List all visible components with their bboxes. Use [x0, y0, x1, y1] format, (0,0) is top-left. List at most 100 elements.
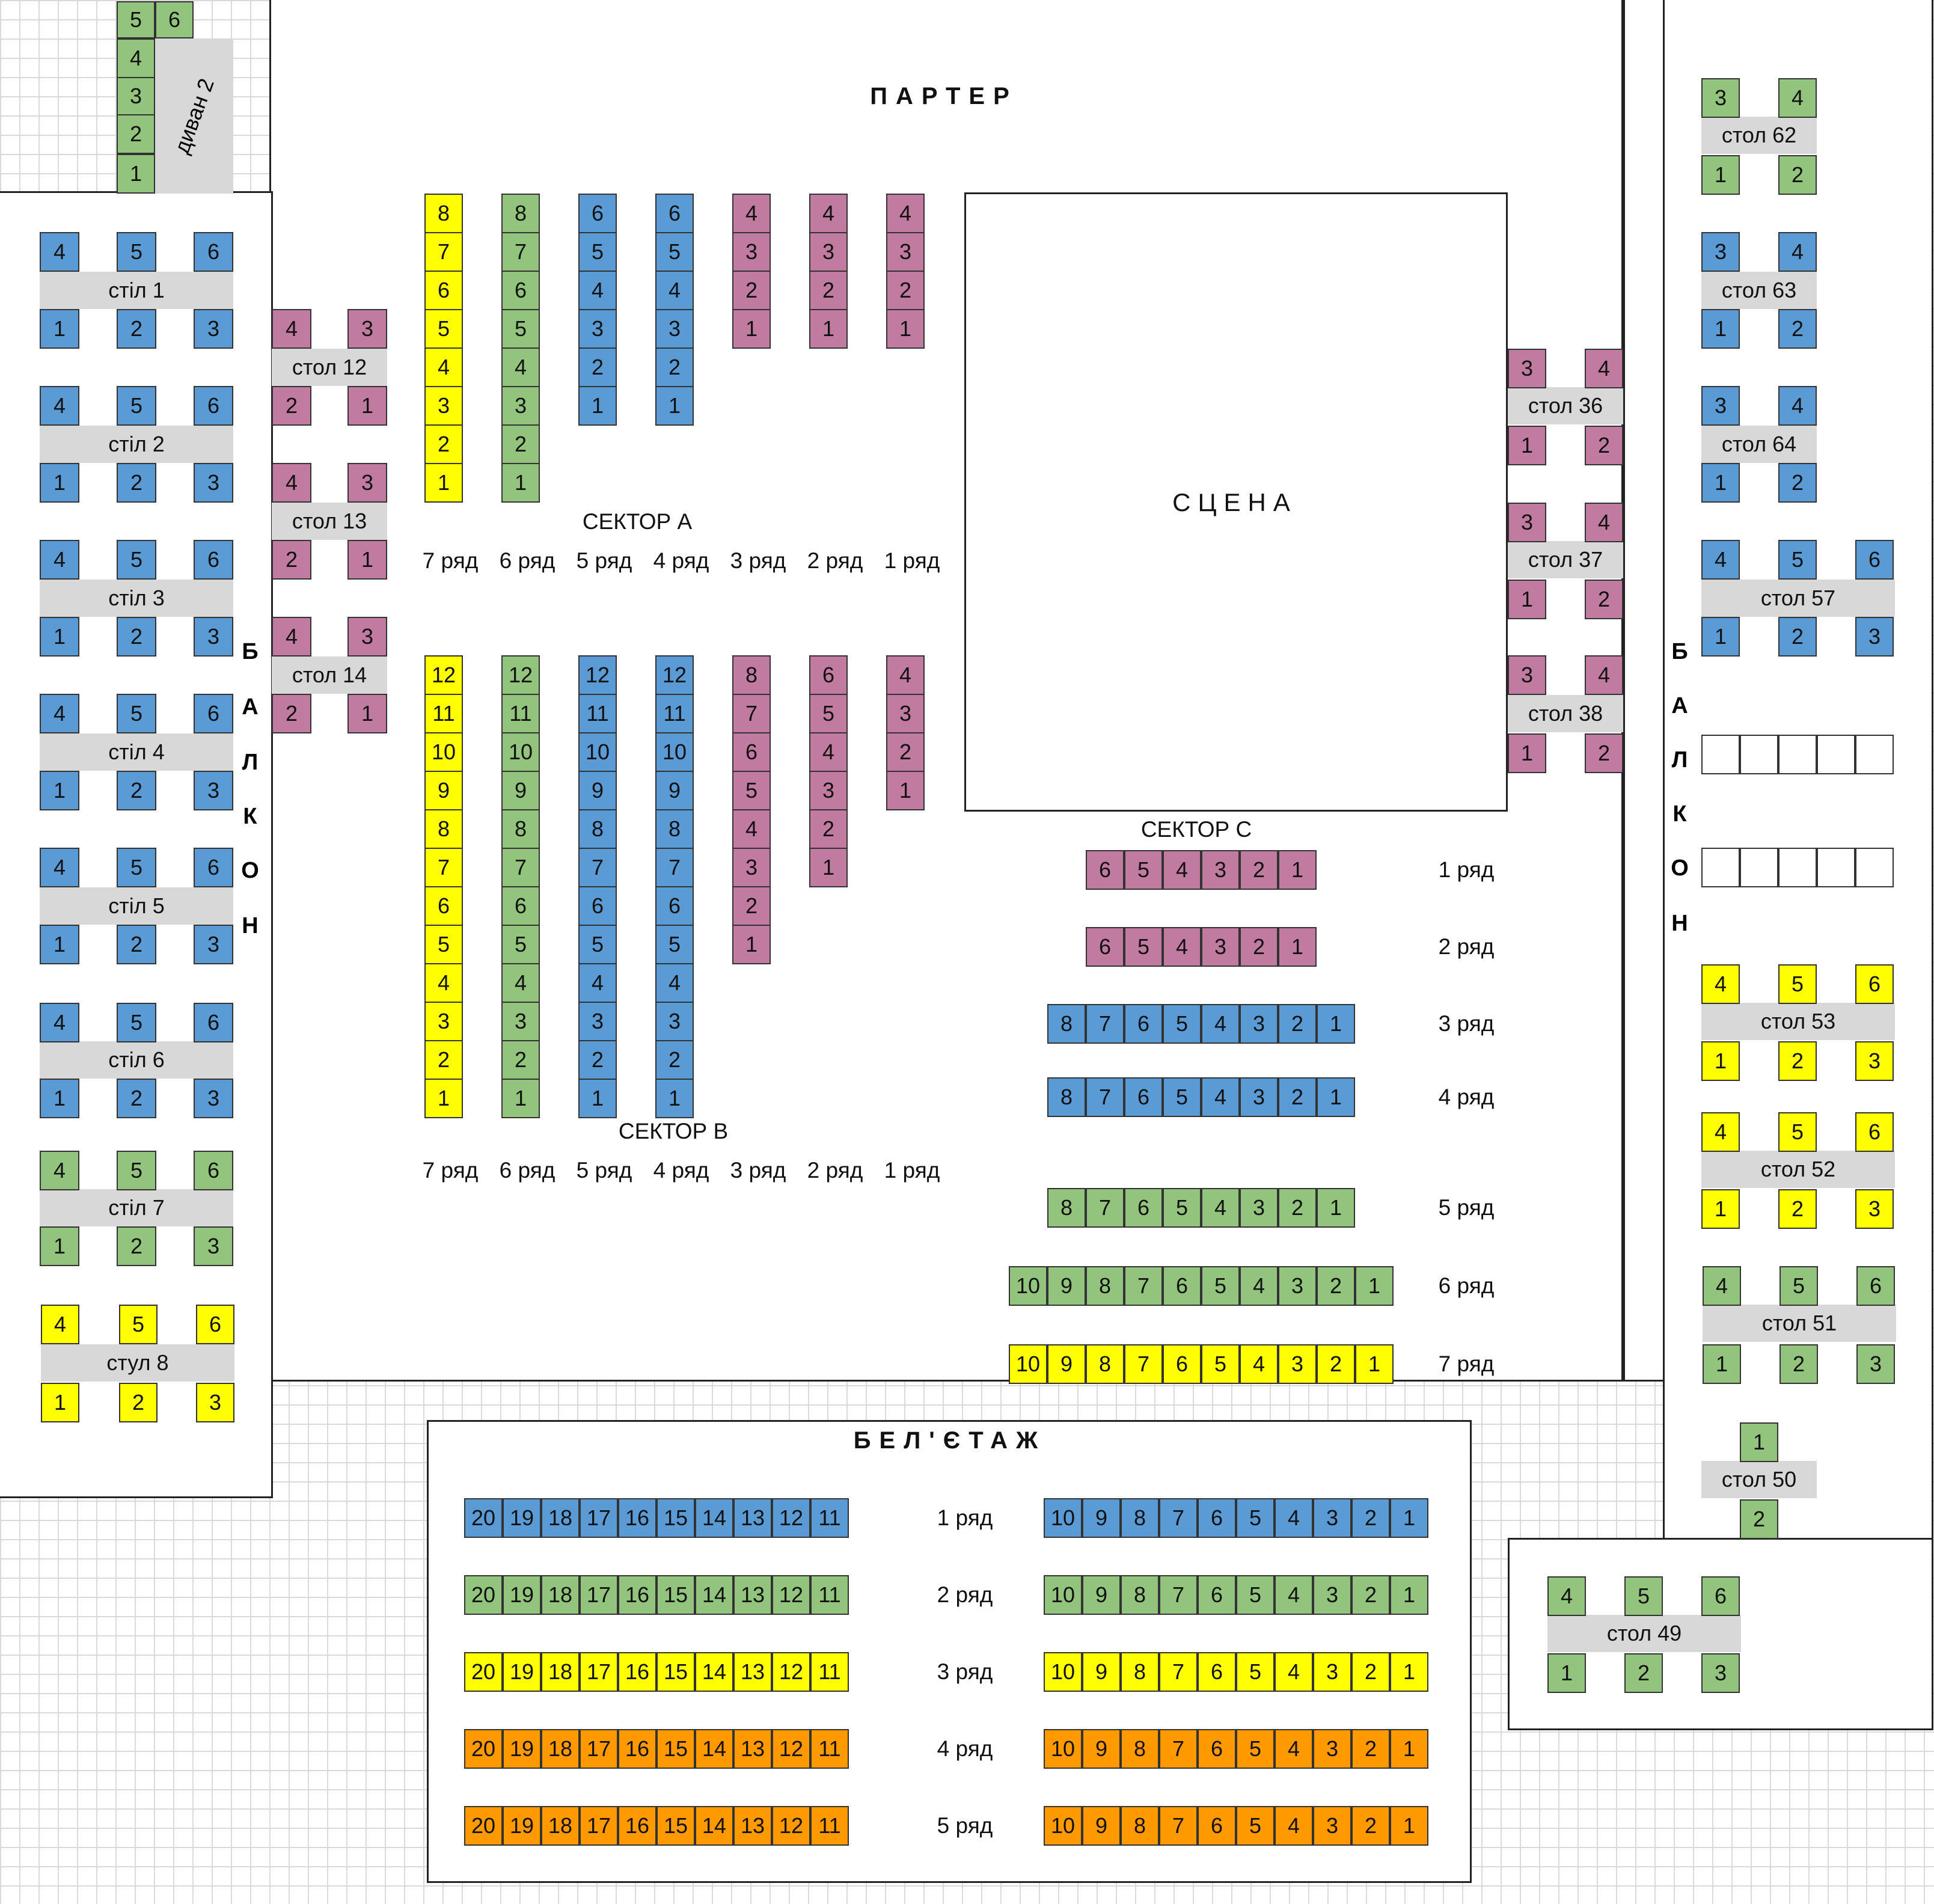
sector-b-seat[interactable]: 5 [578, 925, 617, 964]
sector-a-seat[interactable]: 6 [578, 194, 617, 233]
table-14[interactable]: стол 38 [1508, 695, 1623, 732]
beletazh-seat[interactable]: 9 [1082, 1806, 1121, 1846]
table-seat[interactable]: 4 [1778, 386, 1817, 426]
beletazh-seat[interactable]: 15 [656, 1575, 695, 1615]
sector-c-seat[interactable]: 10 [1009, 1266, 1047, 1306]
beletazh-seat[interactable]: 16 [618, 1652, 656, 1692]
sector-b-seat[interactable]: 12 [501, 655, 540, 695]
sector-b-seat[interactable]: 4 [886, 655, 925, 695]
sector-b-seat[interactable]: 3 [424, 1002, 463, 1041]
sector-c-seat[interactable]: 1 [1317, 1188, 1355, 1228]
sector-c-seat[interactable]: 2 [1240, 927, 1278, 967]
sector-b-seat[interactable]: 10 [655, 732, 694, 772]
beletazh-seat[interactable]: 15 [656, 1806, 695, 1846]
beletazh-seat[interactable]: 19 [503, 1729, 541, 1769]
sector-c-seat[interactable]: 4 [1163, 850, 1201, 890]
beletazh-seat[interactable]: 14 [695, 1575, 733, 1615]
sector-a-seat[interactable]: 2 [501, 424, 540, 464]
sector-c-seat[interactable]: 3 [1240, 1004, 1278, 1044]
beletazh-seat[interactable]: 17 [580, 1806, 618, 1846]
table-seat[interactable]: 6 [1701, 1576, 1740, 1616]
table-seat[interactable]: 1 [1547, 1653, 1586, 1693]
table-seat[interactable]: 4 [272, 463, 311, 503]
beletazh-seat[interactable]: 13 [733, 1806, 772, 1846]
table-seat[interactable]: 4 [1547, 1576, 1586, 1616]
sector-c-seat[interactable]: 1 [1317, 1077, 1355, 1117]
empty-seat[interactable] [1701, 735, 1740, 774]
sector-c-seat[interactable]: 2 [1278, 1077, 1317, 1117]
beletazh-seat[interactable]: 2 [1351, 1729, 1390, 1769]
beletazh-seat[interactable]: 3 [1313, 1806, 1351, 1846]
table-seat[interactable]: 5 [117, 694, 156, 733]
sector-b-seat[interactable]: 4 [732, 809, 771, 849]
table-19[interactable]: стол 53 [1701, 1003, 1895, 1040]
table-seat[interactable]: 2 [1585, 733, 1623, 773]
beletazh-seat[interactable]: 3 [1313, 1729, 1351, 1769]
table-seat[interactable]: 2 [117, 925, 156, 964]
table-seat[interactable]: 1 [1740, 1422, 1778, 1462]
sofa-seat[interactable]: 4 [117, 38, 155, 78]
beletazh-seat[interactable]: 18 [541, 1806, 580, 1846]
table-seat[interactable]: 5 [119, 1305, 158, 1344]
table-seat[interactable]: 1 [1508, 426, 1546, 465]
table-12[interactable]: стол 36 [1508, 387, 1623, 424]
sector-b-seat[interactable]: 5 [809, 694, 848, 733]
sector-a-seat[interactable]: 1 [424, 463, 463, 503]
table-seat[interactable]: 5 [1778, 540, 1817, 580]
sofa-2[interactable]: диван 2 [155, 38, 233, 194]
sector-b-seat[interactable]: 4 [501, 963, 540, 1003]
beletazh-seat[interactable]: 7 [1159, 1806, 1198, 1846]
sofa-seat[interactable]: 3 [117, 77, 155, 115]
table-9[interactable]: стол 12 [272, 349, 387, 386]
beletazh-seat[interactable]: 19 [503, 1806, 541, 1846]
table-seat[interactable]: 2 [119, 1383, 158, 1422]
beletazh-seat[interactable]: 7 [1159, 1575, 1198, 1615]
sector-c-seat[interactable]: 8 [1047, 1004, 1086, 1044]
table-seat[interactable]: 4 [272, 617, 311, 657]
sector-b-seat[interactable]: 7 [655, 848, 694, 887]
sector-c-seat[interactable]: 5 [1124, 850, 1163, 890]
sector-b-seat[interactable]: 7 [578, 848, 617, 887]
sector-a-seat[interactable]: 2 [732, 271, 771, 310]
table-13[interactable]: стол 37 [1508, 541, 1623, 578]
beletazh-seat[interactable]: 4 [1275, 1806, 1313, 1846]
sector-a-seat[interactable]: 5 [655, 232, 694, 272]
table-seat[interactable]: 3 [1701, 386, 1740, 426]
table-seat[interactable]: 2 [117, 309, 156, 349]
table-seat[interactable]: 3 [196, 1383, 234, 1422]
beletazh-seat[interactable]: 19 [503, 1652, 541, 1692]
sector-b-seat[interactable]: 7 [732, 694, 771, 733]
table-seat[interactable]: 2 [117, 771, 156, 810]
table-5[interactable]: стіл 5 [40, 887, 233, 925]
beletazh-seat[interactable]: 5 [1236, 1729, 1275, 1769]
beletazh-seat[interactable]: 7 [1159, 1498, 1198, 1538]
table-7[interactable]: стіл 7 [40, 1189, 233, 1226]
sector-b-seat[interactable]: 4 [809, 732, 848, 772]
table-seat[interactable]: 2 [1779, 1344, 1818, 1384]
sector-b-seat[interactable]: 3 [501, 1002, 540, 1041]
sector-c-seat[interactable]: 1 [1317, 1004, 1355, 1044]
sector-b-seat[interactable]: 7 [501, 848, 540, 887]
beletazh-seat[interactable]: 18 [541, 1498, 580, 1538]
beletazh-seat[interactable]: 2 [1351, 1806, 1390, 1846]
beletazh-seat[interactable]: 1 [1390, 1652, 1428, 1692]
table-seat[interactable]: 1 [1701, 155, 1740, 195]
table-seat[interactable]: 3 [347, 463, 387, 503]
sector-c-seat[interactable]: 8 [1086, 1266, 1124, 1306]
empty-seat[interactable] [1817, 848, 1855, 887]
beletazh-seat[interactable]: 17 [580, 1575, 618, 1615]
table-seat[interactable]: 3 [347, 617, 387, 657]
table-seat[interactable]: 1 [40, 1226, 79, 1266]
table-seat[interactable]: 4 [1701, 964, 1740, 1004]
table-seat[interactable]: 1 [1701, 617, 1740, 657]
table-seat[interactable]: 5 [117, 540, 156, 580]
table-10[interactable]: стол 13 [272, 503, 387, 540]
empty-seat[interactable] [1855, 735, 1894, 774]
sofa-seat[interactable]: 2 [117, 114, 155, 154]
sector-b-seat[interactable]: 1 [809, 848, 848, 887]
beletazh-seat[interactable]: 1 [1390, 1806, 1428, 1846]
sector-c-seat[interactable]: 7 [1124, 1344, 1163, 1384]
table-seat[interactable]: 3 [194, 1079, 233, 1118]
beletazh-seat[interactable]: 10 [1044, 1652, 1082, 1692]
beletazh-seat[interactable]: 16 [618, 1806, 656, 1846]
